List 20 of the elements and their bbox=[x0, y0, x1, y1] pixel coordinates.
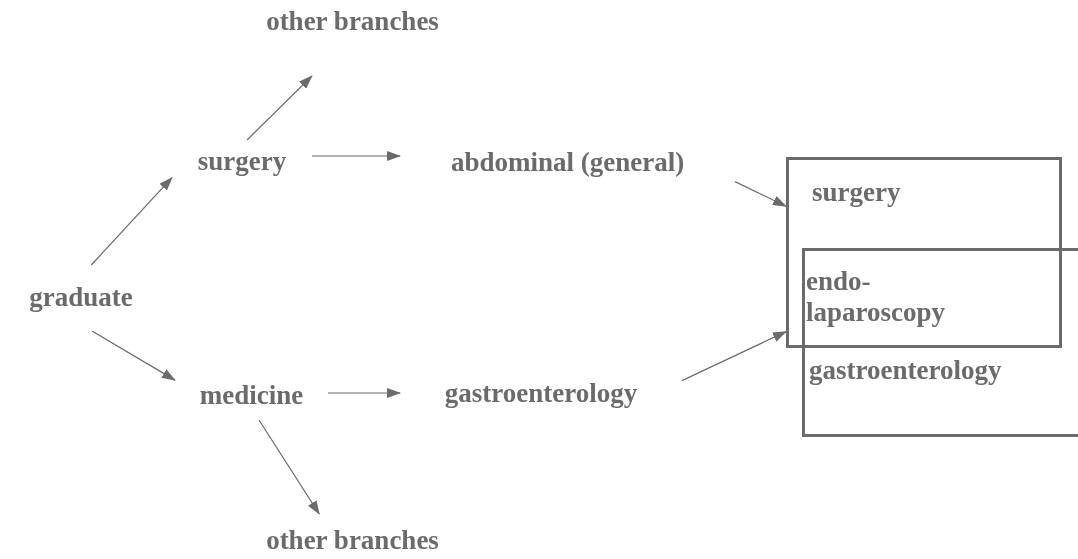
category-box bbox=[786, 157, 1062, 348]
arrow bbox=[91, 330, 176, 381]
overlap-label: endo- laparoscopy bbox=[806, 266, 947, 329]
arrow bbox=[681, 331, 787, 382]
category-label: gastroenterology bbox=[809, 355, 1002, 387]
step-label: graduate bbox=[5, 265, 157, 331]
arrow bbox=[258, 419, 320, 515]
arrow bbox=[734, 181, 787, 207]
category-box bbox=[802, 248, 1078, 437]
step-label: medicine bbox=[175, 372, 328, 420]
step-label: surgery bbox=[172, 140, 312, 184]
arrow bbox=[311, 151, 401, 161]
category-label: surgery bbox=[812, 177, 901, 209]
step-label: other branches bbox=[245, 6, 460, 76]
step-label: gastroenterology bbox=[400, 374, 682, 414]
step-label: other branches bbox=[245, 514, 460, 556]
step-label: abdominal (general) bbox=[400, 142, 735, 184]
arrow bbox=[246, 75, 313, 141]
arrow bbox=[90, 176, 173, 266]
arrow bbox=[327, 388, 401, 398]
